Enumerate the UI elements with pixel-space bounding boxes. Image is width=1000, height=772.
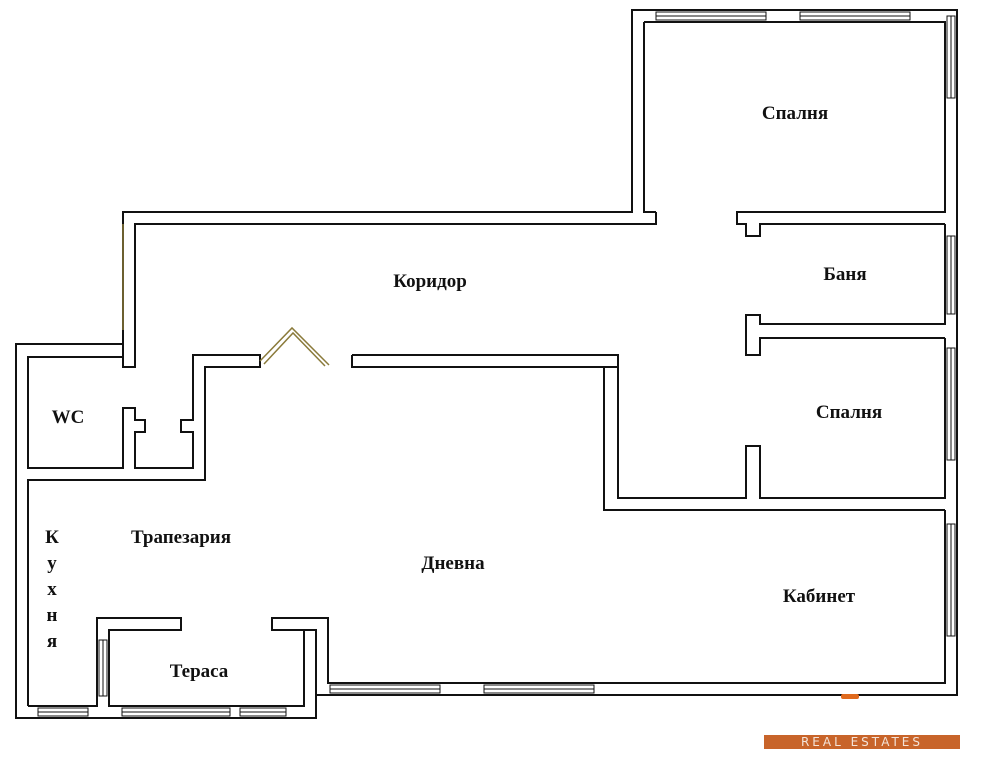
label-corridor: Коридор: [393, 271, 467, 292]
windows: [37, 11, 956, 717]
label-kitchen-letter: я: [47, 631, 57, 652]
inner-wall-corridor-top: [134, 212, 657, 330]
label-kitchen-letter: х: [47, 579, 57, 600]
label-kitchen-letter: К: [45, 527, 59, 548]
label-study: Кабинет: [783, 586, 856, 607]
inner-wall-bedroom-top: [644, 21, 946, 237]
label-dining: Трапезария: [131, 527, 231, 548]
corridor-living-wall: [352, 354, 619, 367]
doors: [122, 224, 330, 367]
label-bedroom-top: Спалня: [762, 103, 828, 124]
corridor-living-wall-right: [351, 355, 604, 368]
logo-accent: [841, 694, 859, 699]
logo-text: REAL ESTATES: [800, 735, 924, 749]
logo-bar: [764, 735, 960, 749]
label-bathroom: Баня: [823, 264, 866, 285]
label-living: Дневна: [421, 553, 485, 574]
label-kitchen-letter: н: [47, 605, 58, 626]
bedroom-mid-wall: [603, 338, 946, 511]
bath-wall: [745, 224, 946, 356]
living-wall: [271, 510, 946, 695]
terrace-wall: [28, 617, 305, 707]
label-bedroom-mid: Спалня: [816, 402, 882, 423]
label-wc: WC: [52, 407, 85, 428]
outer-wall: [15, 9, 958, 719]
label-kitchen-letter: у: [47, 553, 57, 574]
inner-wall-left-top: [643, 22, 656, 213]
label-terrace: Тераса: [170, 661, 229, 682]
wc-wall: [27, 330, 261, 706]
